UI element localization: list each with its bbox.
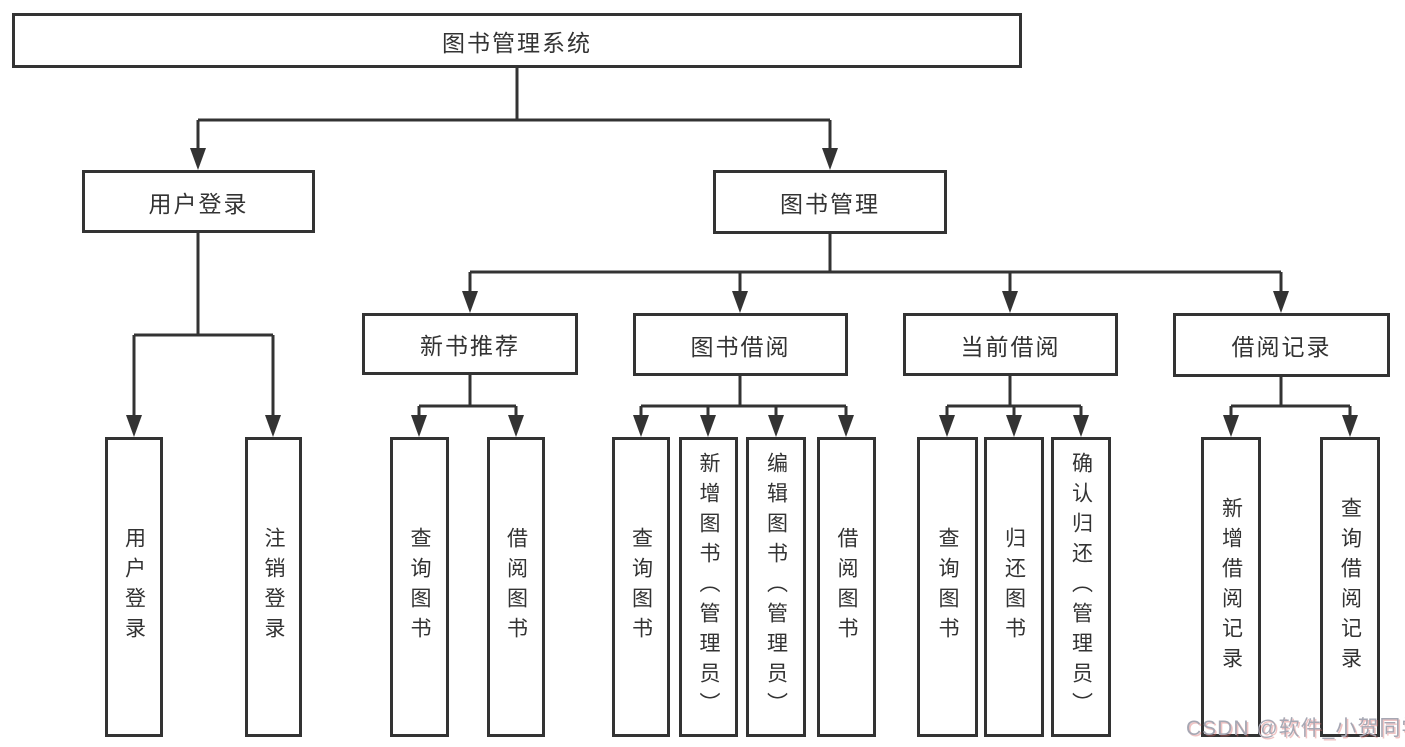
leaf-current-return: 归还图书 xyxy=(984,437,1044,737)
leaf-borrow-query: 查询图书 xyxy=(612,437,670,737)
leaf-current-query: 查询图书 xyxy=(917,437,978,737)
arrowheads xyxy=(126,148,1358,437)
node-book-borrow: 图书借阅 xyxy=(633,313,848,376)
leaf-current-confirm-admin: 确认归还（管理员） xyxy=(1051,437,1111,737)
leaf-borrow-book: 借阅图书 xyxy=(817,437,876,737)
csdn-watermark: CSDN @软件_小贺同学 xyxy=(1186,717,1405,740)
leaf-borrow-edit-admin: 编辑图书（管理员） xyxy=(746,437,806,737)
leaf-newbook-borrow: 借阅图书 xyxy=(487,437,545,737)
node-root: 图书管理系统 xyxy=(12,13,1022,68)
node-current-borrow: 当前借阅 xyxy=(903,313,1118,376)
leaf-record-query: 查询借阅记录 xyxy=(1320,437,1380,737)
leaf-logout: 注销登录 xyxy=(245,437,302,737)
leaf-newbook-query: 查询图书 xyxy=(390,437,449,737)
node-new-book-recommend: 新书推荐 xyxy=(362,313,578,375)
node-user-login: 用户登录 xyxy=(82,170,315,233)
leaf-user-login: 用户登录 xyxy=(105,437,163,737)
node-borrow-record: 借阅记录 xyxy=(1173,313,1390,377)
leaf-borrow-add-admin: 新增图书（管理员） xyxy=(679,437,738,737)
leaf-record-add: 新增借阅记录 xyxy=(1201,437,1261,737)
node-book-management: 图书管理 xyxy=(713,170,947,234)
